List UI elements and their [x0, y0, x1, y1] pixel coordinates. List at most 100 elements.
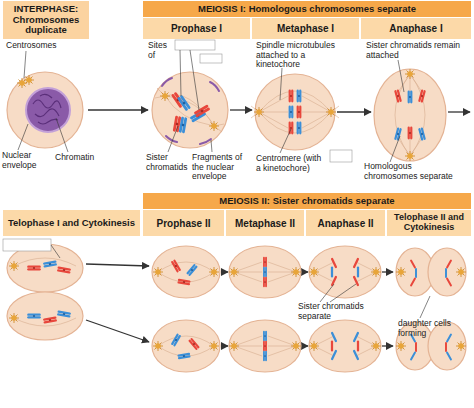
blank-label-box	[175, 40, 215, 50]
metaphase-ii-cell	[234, 262, 262, 272]
phase-box: Anaphase II	[306, 210, 385, 236]
telophase-i-cell	[14, 258, 76, 266]
leader-line	[51, 245, 60, 258]
telophase-ii-cell	[446, 333, 453, 342]
prophase-ii-cell	[153, 341, 163, 351]
phase-title: Metaphase I	[277, 23, 334, 34]
telophase-i-cell	[7, 244, 83, 340]
prophase-ii-cell	[186, 264, 198, 277]
phase-title: Anaphase I	[389, 23, 442, 34]
metaphase-i-cell	[289, 106, 294, 119]
leader-line	[190, 50, 199, 110]
stage-band: MEIOSIS II: Sister chromatids separate	[143, 193, 471, 209]
anaphase-i-cell	[394, 127, 402, 141]
telophase-ii-cell	[446, 277, 453, 286]
telophase-i-cell	[57, 310, 71, 317]
telophase-ii-cell	[410, 259, 417, 268]
metaphase-ii-cell	[263, 257, 267, 267]
metaphase-ii-cell	[263, 277, 267, 287]
metaphase-i-cell	[254, 107, 264, 117]
callout-label: Spindle microtubules attached to a kinet…	[256, 41, 346, 70]
metaphase-ii-cell	[229, 246, 301, 372]
metaphase-i-cell	[251, 91, 339, 133]
prophase-ii-cell	[158, 336, 214, 346]
anaphase-i-cell	[410, 74, 425, 156]
prophase-ii-cell	[152, 320, 220, 372]
phase-title: Metaphase II	[235, 218, 295, 229]
leader-line	[320, 284, 334, 302]
anaphase-ii-cell	[353, 349, 360, 360]
prophase-ii-cell	[209, 267, 219, 277]
anaphase-ii-cell	[331, 349, 338, 360]
prophase-i-cell	[179, 117, 188, 134]
anaphase-ii-cell	[331, 266, 333, 277]
telophase-ii-cell	[446, 351, 453, 360]
telophase-ii-cell	[396, 248, 466, 370]
prophase-i-cell	[194, 104, 211, 117]
stage-box: INTERPHASE: Chromosomes duplicate	[3, 1, 89, 39]
anaphase-i-cell	[374, 69, 446, 161]
telophase-ii-cell	[445, 268, 447, 278]
telophase-ii-cell	[456, 267, 466, 277]
callout-label: Sister chromatids separate	[298, 302, 378, 321]
leader-line	[24, 51, 26, 78]
flow-arrow	[302, 345, 308, 346]
metaphase-ii-cell	[263, 267, 267, 277]
flow-arrow	[86, 320, 149, 342]
prophase-i-cell	[152, 72, 228, 148]
interphase-cell	[7, 72, 83, 148]
telophase-ii-cell	[415, 342, 417, 352]
metaphase-ii-cell	[234, 336, 262, 346]
telophase-i-cell	[57, 266, 71, 273]
callout-label: Centromere (with a kinetochore)	[256, 154, 328, 173]
telophase-i-cell	[14, 258, 76, 326]
phase-box: Prophase I	[143, 18, 250, 39]
leader-line	[56, 118, 68, 152]
callout-label: Centrosomes	[6, 41, 68, 51]
stage-band: MEIOSIS I: Homologous chromosomes separa…	[143, 1, 471, 17]
prophase-i-cell	[152, 72, 228, 148]
phase-box: Metaphase II	[226, 210, 304, 236]
leader-line	[168, 126, 178, 152]
blank-label-box	[330, 150, 352, 162]
leader-line	[280, 68, 282, 100]
phase-title: Telophase II and Cytokinesis	[387, 213, 471, 233]
telophase-ii-cell	[396, 341, 406, 351]
prophase-i-cell	[209, 121, 219, 131]
metaphase-i-cell	[297, 90, 302, 103]
leader-line	[18, 50, 430, 318]
prophase-ii-cell	[188, 338, 200, 351]
metaphase-i-cell	[251, 74, 339, 150]
phase-box: Anaphase I	[361, 18, 471, 39]
telophase-i-cell	[27, 265, 41, 270]
flow-arrow	[221, 271, 228, 272]
interphase-cell	[26, 88, 70, 132]
metaphase-i-cell	[259, 91, 331, 112]
telophase-ii-cell	[396, 267, 406, 277]
metaphase-ii-cell	[234, 272, 262, 282]
telophase-ii-cell	[410, 277, 417, 286]
prophase-ii-cell	[177, 279, 190, 286]
phase-title: Prophase II	[157, 218, 211, 229]
anaphase-ii-cell	[371, 341, 381, 351]
leader-line	[280, 129, 291, 153]
telophase-ii-cell	[410, 351, 417, 360]
leader-line	[18, 124, 28, 150]
anaphase-i-cell	[418, 127, 426, 141]
flow-arrow	[448, 111, 470, 112]
anaphase-i-cell	[405, 151, 415, 161]
anaphase-i-cell	[408, 91, 413, 104]
phase-title: INTERPHASE: Chromosomes duplicate	[3, 4, 89, 35]
phase-title: MEIOSIS II: Sister chromatids separate	[219, 196, 394, 206]
prophase-i-cell	[155, 88, 224, 132]
flow-arrow	[302, 271, 308, 272]
metaphase-ii-cell	[229, 320, 301, 372]
leader-line	[180, 50, 181, 96]
prophase-ii-cell	[153, 267, 163, 277]
metaphase-ii-cell	[229, 341, 239, 351]
metaphase-ii-cell	[263, 341, 267, 351]
callout-label: Fragments of the nuclear envelope	[192, 153, 252, 182]
metaphase-ii-cell	[229, 267, 239, 277]
metaphase-ii-cell	[268, 336, 296, 346]
metaphase-ii-cell	[263, 331, 267, 341]
